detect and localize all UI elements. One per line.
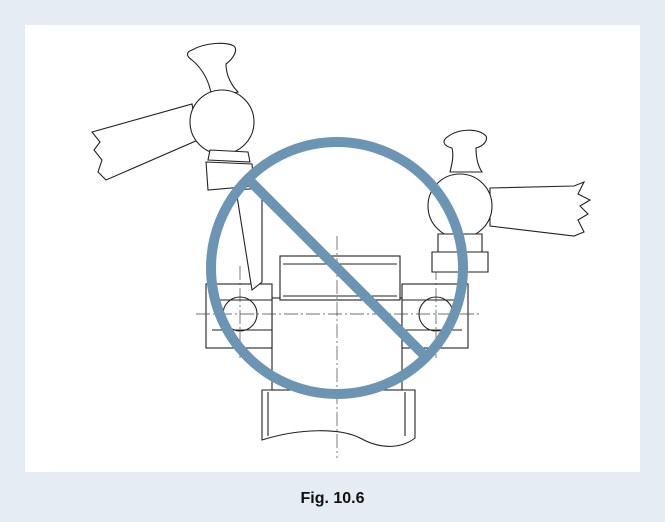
left-hammer bbox=[91, 42, 263, 292]
right-hammer bbox=[427, 129, 592, 273]
prohibition-sign bbox=[206, 137, 468, 399]
figure-caption: Fig. 10.6 bbox=[300, 490, 365, 507]
shaft bbox=[261, 389, 416, 447]
